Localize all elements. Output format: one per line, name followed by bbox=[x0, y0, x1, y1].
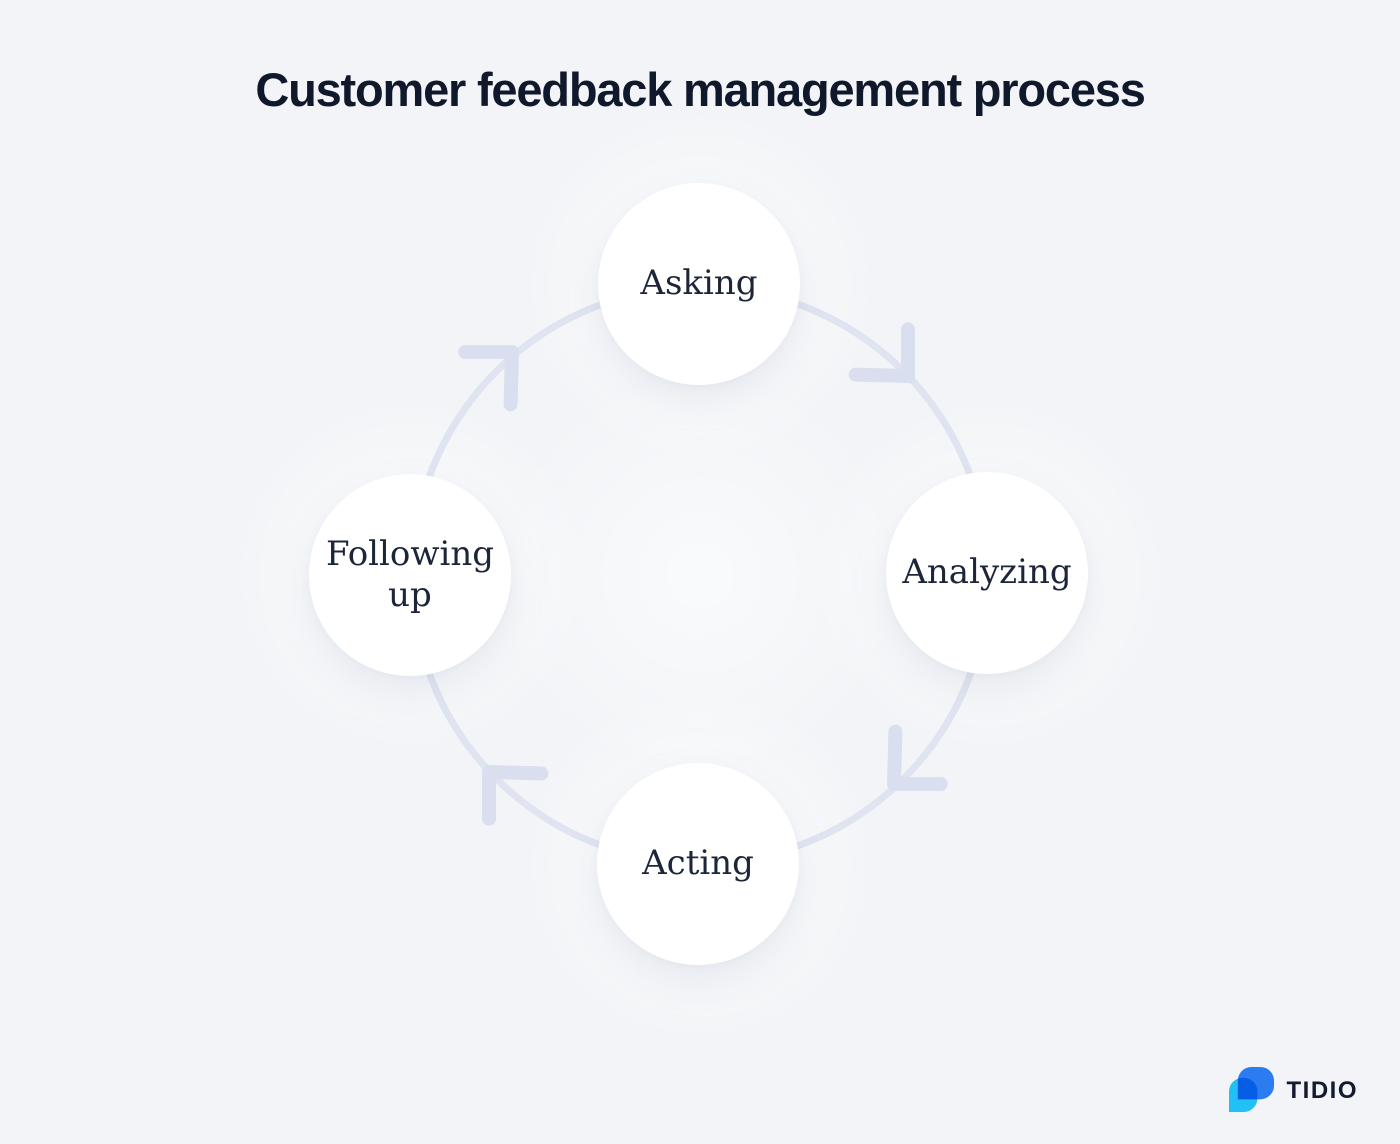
cycle-arrowhead-bottom-left bbox=[482, 765, 549, 826]
brand-logo: TIDIO bbox=[1228, 1067, 1359, 1114]
cycle-node-acting: Acting bbox=[597, 763, 799, 965]
node-label: Acting bbox=[642, 843, 754, 884]
node-label: Analyzing bbox=[902, 552, 1072, 593]
tidio-logo-icon bbox=[1228, 1067, 1274, 1113]
cycle-arrowhead-top-right bbox=[848, 322, 915, 383]
page-title: Customer feedback management process bbox=[255, 63, 1145, 116]
brand-wordmark: TIDIO bbox=[1286, 1076, 1358, 1104]
cycle-node-asking: Asking bbox=[598, 183, 800, 385]
cycle-node-analyzing: Analyzing bbox=[886, 472, 1088, 674]
tidio-bubble-blue bbox=[1237, 1067, 1274, 1100]
node-label: Asking bbox=[640, 263, 758, 304]
cycle-arrowhead-top-left bbox=[458, 345, 519, 412]
cycle-arrowhead-bottom-right bbox=[887, 724, 948, 791]
cycle-node-following-up: Following up bbox=[309, 474, 511, 676]
node-label: Following up bbox=[325, 533, 495, 615]
